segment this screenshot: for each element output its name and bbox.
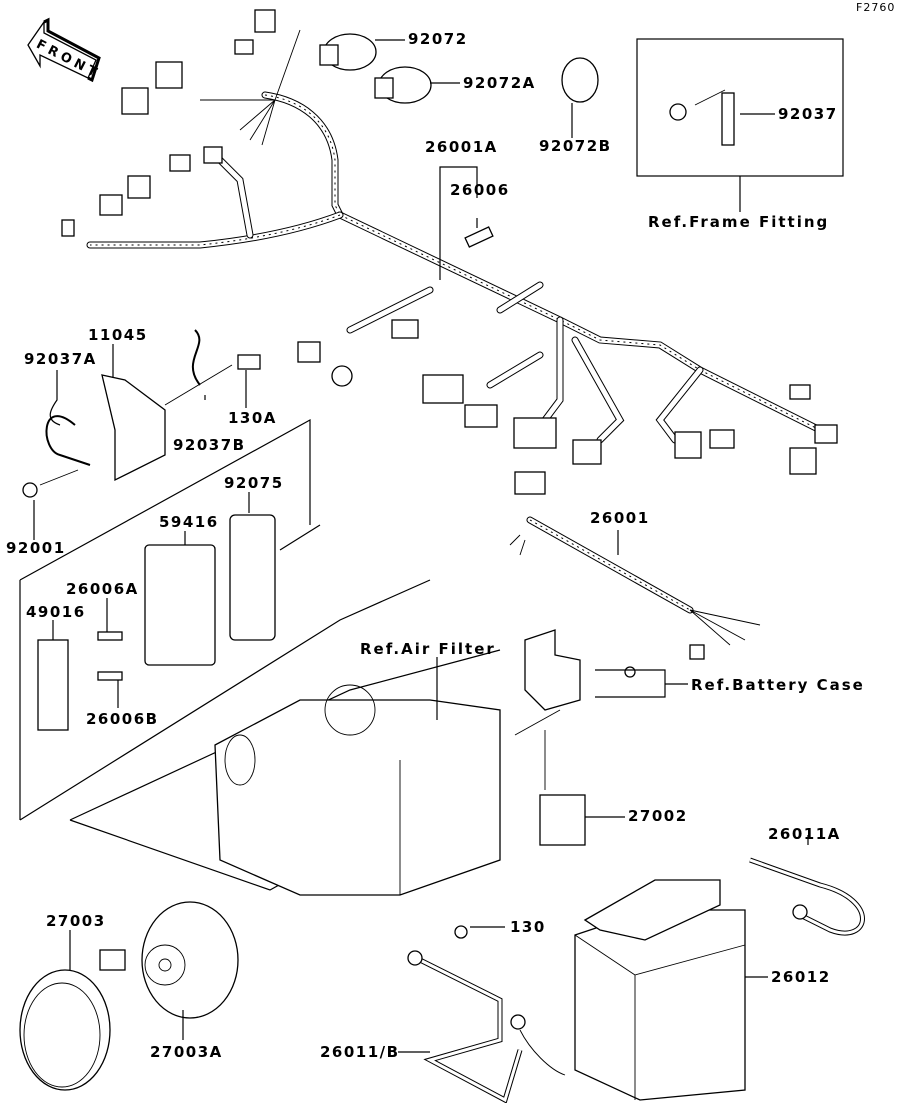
- part-label-92037A[interactable]: 92037A: [24, 350, 97, 368]
- part-label-27003[interactable]: 27003: [46, 912, 106, 930]
- battery-cable-26011B: [407, 925, 566, 1103]
- part-label-27003A[interactable]: 27003A: [150, 1043, 223, 1061]
- part-label-27002[interactable]: 27002: [628, 807, 688, 825]
- battery-26012: [574, 879, 746, 1101]
- part-label-92072A[interactable]: 92072A: [463, 74, 536, 92]
- part-label-92037[interactable]: 92037: [778, 105, 838, 123]
- part-label-92037B[interactable]: 92037B: [173, 436, 246, 454]
- part-label-26012[interactable]: 26012: [771, 968, 831, 986]
- leader-lines: [33, 39, 809, 1053]
- horn-27003: [19, 901, 239, 1091]
- part-label-26006[interactable]: 26006: [450, 181, 510, 199]
- fuse-26006: [464, 226, 494, 248]
- front-arrow-icon: [27, 17, 101, 83]
- battery-cable-26011A: [749, 857, 865, 936]
- relay-bracket-11045: [22, 329, 261, 498]
- hose-clamp-92072: [319, 33, 377, 71]
- part-label-26006B[interactable]: 26006B: [86, 710, 159, 728]
- main-wiring-harness: [61, 9, 838, 475]
- ref-frame-fitting[interactable]: Ref.Frame Fitting: [648, 213, 830, 231]
- battery-case-housing: [69, 649, 501, 896]
- figure-id: F2760: [856, 1, 896, 14]
- part-label-130A[interactable]: 130A: [228, 409, 277, 427]
- frame-fitting-box: [636, 38, 844, 212]
- part-label-26001A[interactable]: 26001A: [425, 138, 498, 156]
- sub-harness-26001: [509, 471, 761, 660]
- part-label-92072[interactable]: 92072: [408, 30, 468, 48]
- band-clamp-92072B: [561, 57, 599, 103]
- part-label-92001[interactable]: 92001: [6, 539, 66, 557]
- ref-air-filter[interactable]: Ref.Air Filter: [360, 640, 496, 658]
- hose-clamp-92072A: [374, 66, 432, 104]
- ref-battery-case[interactable]: Ref.Battery Case: [691, 676, 865, 694]
- part-label-59416[interactable]: 59416: [159, 513, 219, 531]
- part-label-26011A[interactable]: 26011A: [768, 825, 841, 843]
- part-label-26001[interactable]: 26001: [590, 509, 650, 527]
- part-label-26006A[interactable]: 26006A: [66, 580, 139, 598]
- part-label-92072B[interactable]: 92072B: [539, 137, 612, 155]
- part-label-130[interactable]: 130: [510, 918, 546, 936]
- relay-27002: [514, 629, 636, 846]
- part-label-26011B[interactable]: 26011/B: [320, 1043, 400, 1061]
- part-label-11045[interactable]: 11045: [88, 326, 148, 344]
- part-label-92075[interactable]: 92075: [224, 474, 284, 492]
- part-label-49016[interactable]: 49016: [26, 603, 86, 621]
